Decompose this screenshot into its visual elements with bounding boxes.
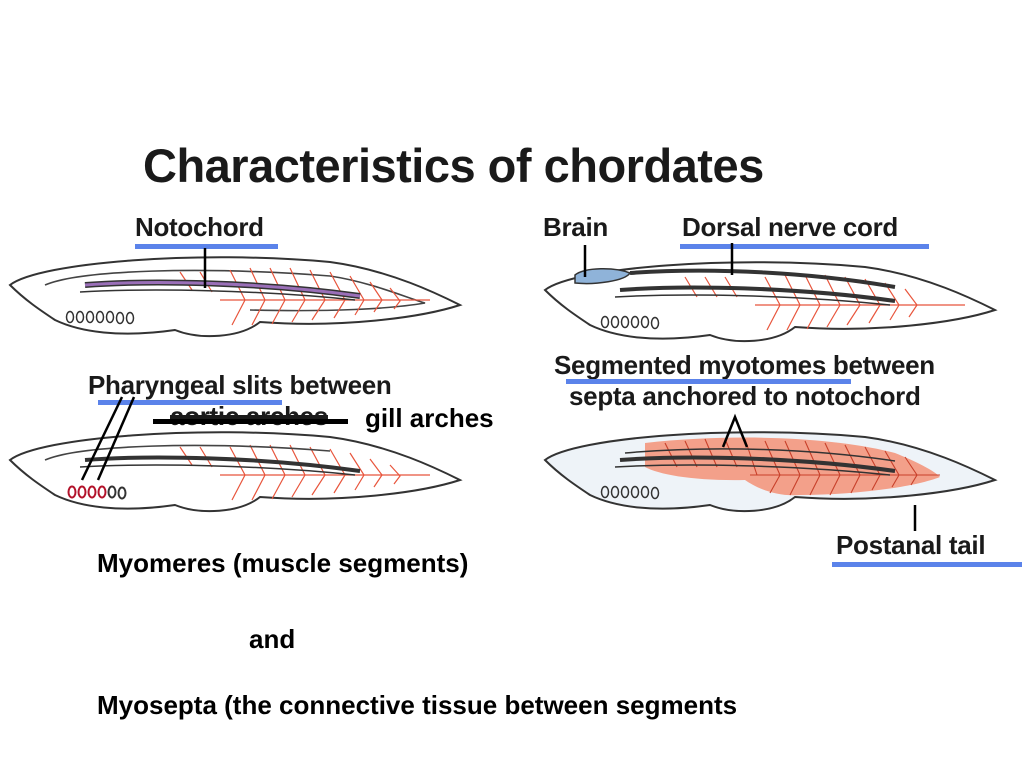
dorsal-nerve-cord-underline	[680, 244, 929, 249]
segmented-myotomes-label: Segmented myotomes between	[554, 350, 935, 380]
and-note: and	[249, 624, 296, 654]
gill-arches-note: gill arches	[365, 403, 494, 433]
postanal-tail-label: Postanal tail	[836, 530, 986, 560]
myomeres-note: Myomeres (muscle segments)	[97, 548, 469, 578]
myosepta-note: Myosepta (the connective tissue between …	[97, 690, 738, 720]
fish-notochord	[8, 248, 463, 338]
fish-nerve-cord	[543, 243, 998, 343]
pharyngeal-slits-underline	[98, 400, 282, 405]
page-title: Characteristics of chordates	[143, 139, 764, 192]
dorsal-nerve-cord-label: Dorsal nerve cord	[682, 212, 898, 242]
myotome-fill	[645, 437, 940, 496]
pharyngeal-slits-label: Pharyngeal slits between	[88, 370, 392, 400]
notochord-underline	[135, 244, 278, 249]
gill-slits	[65, 310, 135, 325]
gill-slits-highlighted	[67, 485, 127, 500]
septa-anchored-label: septa anchored to notochord	[569, 381, 921, 411]
strike-bar	[153, 419, 348, 424]
aortic-arches-label: aortic arches	[170, 401, 328, 431]
fish-pharyngeal-slits	[8, 396, 463, 513]
brain-label: Brain	[543, 212, 608, 242]
fish-myotomes-tail	[543, 413, 998, 531]
segmented-myotomes-underline	[566, 379, 851, 384]
postanal-tail-underline	[832, 562, 1022, 567]
notochord-label: Notochord	[135, 212, 264, 242]
